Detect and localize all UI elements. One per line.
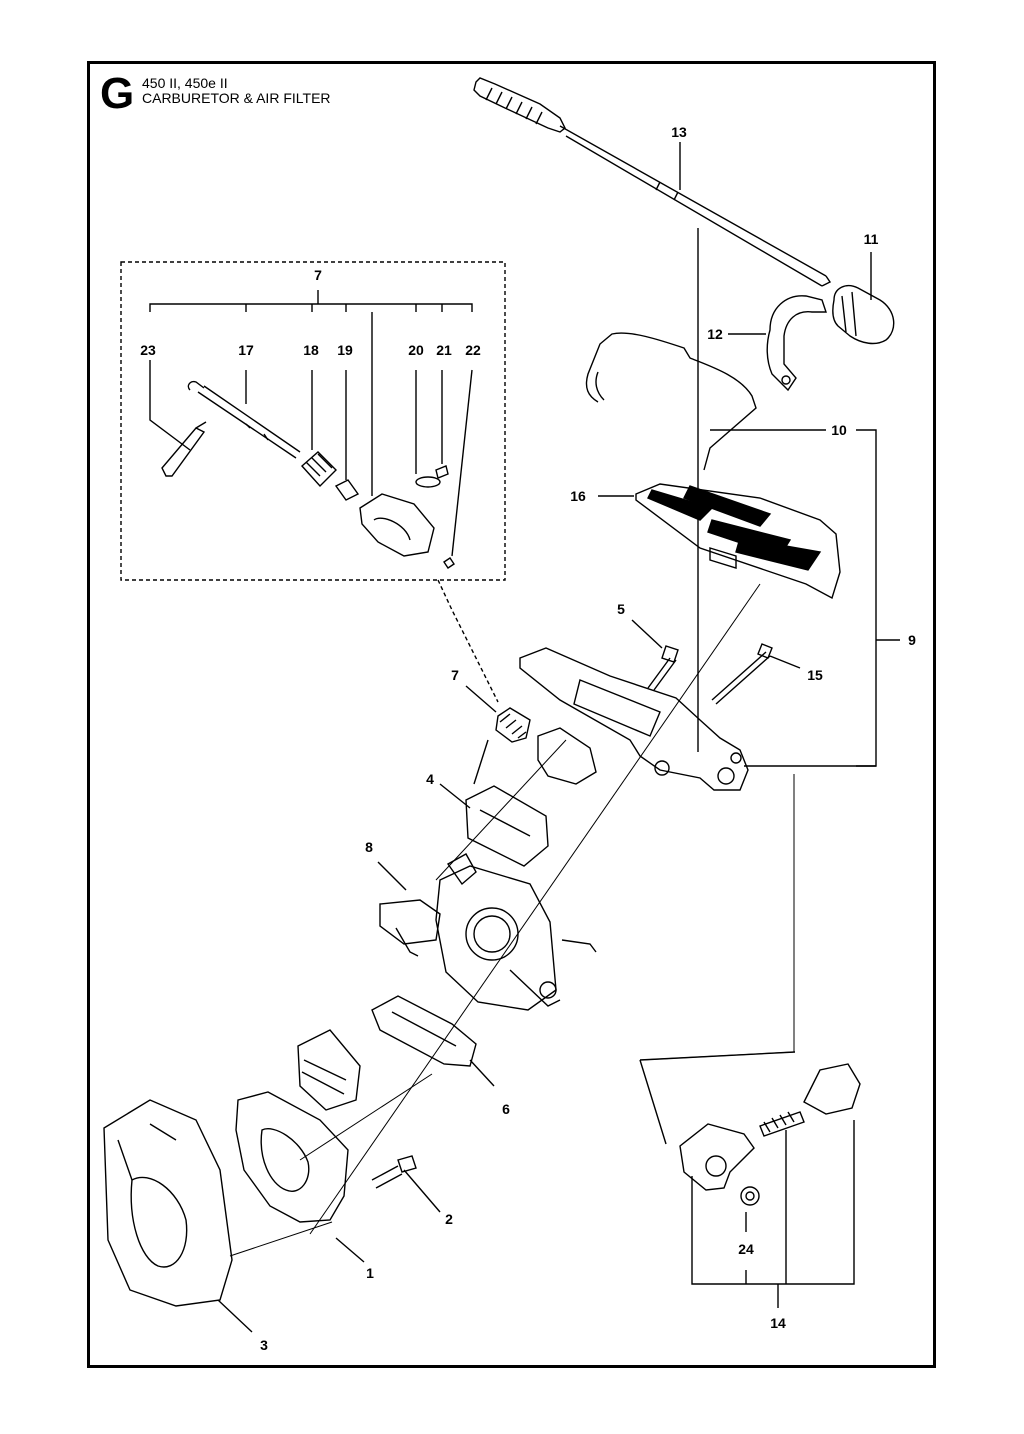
washer-part bbox=[745, 1191, 755, 1232]
spacer-part bbox=[439, 783, 549, 867]
callout-24: 24 bbox=[738, 1241, 754, 1257]
inset-lever-wire-part bbox=[149, 360, 207, 477]
callout-12: 12 bbox=[707, 326, 723, 342]
throttle-assembly-part bbox=[465, 685, 597, 785]
throttle-rod-part bbox=[473, 77, 832, 287]
inset-clip-part bbox=[443, 369, 473, 569]
fuel-line-bracket-part bbox=[728, 295, 827, 392]
callout-22: 22 bbox=[465, 342, 481, 358]
screw-short-part bbox=[631, 619, 679, 691]
callout-23: 23 bbox=[140, 342, 156, 358]
callout-5: 5 bbox=[617, 601, 625, 617]
callout-7-inset: 7 bbox=[314, 267, 322, 283]
callout-15: 15 bbox=[807, 667, 823, 683]
callout-11: 11 bbox=[864, 231, 879, 247]
callout-19: 19 bbox=[337, 342, 353, 358]
screw-long-part bbox=[711, 643, 801, 705]
choke-control-assembly-part bbox=[639, 1051, 861, 1206]
callout-20: 20 bbox=[408, 342, 424, 358]
callout-3: 3 bbox=[260, 1337, 268, 1353]
bracket-9 bbox=[856, 429, 877, 767]
callout-4: 4 bbox=[426, 771, 434, 787]
section-letter: G bbox=[100, 69, 135, 118]
inset-pointer bbox=[437, 579, 499, 703]
callout-1: 1 bbox=[366, 1265, 374, 1281]
callout-13: 13 bbox=[671, 124, 687, 140]
inset-throttle-housing-part bbox=[359, 312, 435, 557]
callout-17: 17 bbox=[238, 342, 254, 358]
cover-plate-part bbox=[103, 1099, 253, 1333]
inset-bracket bbox=[149, 303, 473, 312]
callout-21: 21 bbox=[436, 342, 452, 358]
inset-bushing-part bbox=[334, 370, 360, 501]
primer-bulb-part bbox=[832, 252, 895, 345]
inset-shaft-part bbox=[187, 370, 301, 459]
bracket-14 bbox=[691, 1120, 855, 1285]
callout-6: 6 bbox=[502, 1101, 510, 1117]
manifold-screw-part bbox=[371, 1155, 441, 1213]
air-filter-part bbox=[598, 483, 841, 600]
gasket-part bbox=[371, 995, 495, 1087]
diagram-frame bbox=[87, 61, 936, 1368]
inset-spring-part bbox=[301, 370, 337, 488]
callout-18: 18 bbox=[303, 342, 319, 358]
callout-16: 16 bbox=[570, 488, 586, 504]
inset-box bbox=[120, 261, 506, 581]
diagram-title: CARBURETOR & AIR FILTER bbox=[142, 90, 331, 106]
inset-washer-screw-part bbox=[415, 370, 449, 488]
filter-holder-part bbox=[519, 647, 876, 791]
assembly-guide-lines bbox=[229, 583, 795, 1257]
callout-7: 7 bbox=[451, 667, 459, 683]
carburetor-part bbox=[377, 853, 597, 1011]
callout-8: 8 bbox=[365, 839, 373, 855]
callout-14: 14 bbox=[770, 1315, 786, 1331]
intake-manifold-part bbox=[235, 1029, 365, 1263]
callout-10: 10 bbox=[831, 422, 847, 438]
callout-9: 9 bbox=[908, 632, 916, 648]
callout-2: 2 bbox=[445, 1211, 453, 1227]
model-names: 450 II, 450e II bbox=[142, 75, 228, 91]
